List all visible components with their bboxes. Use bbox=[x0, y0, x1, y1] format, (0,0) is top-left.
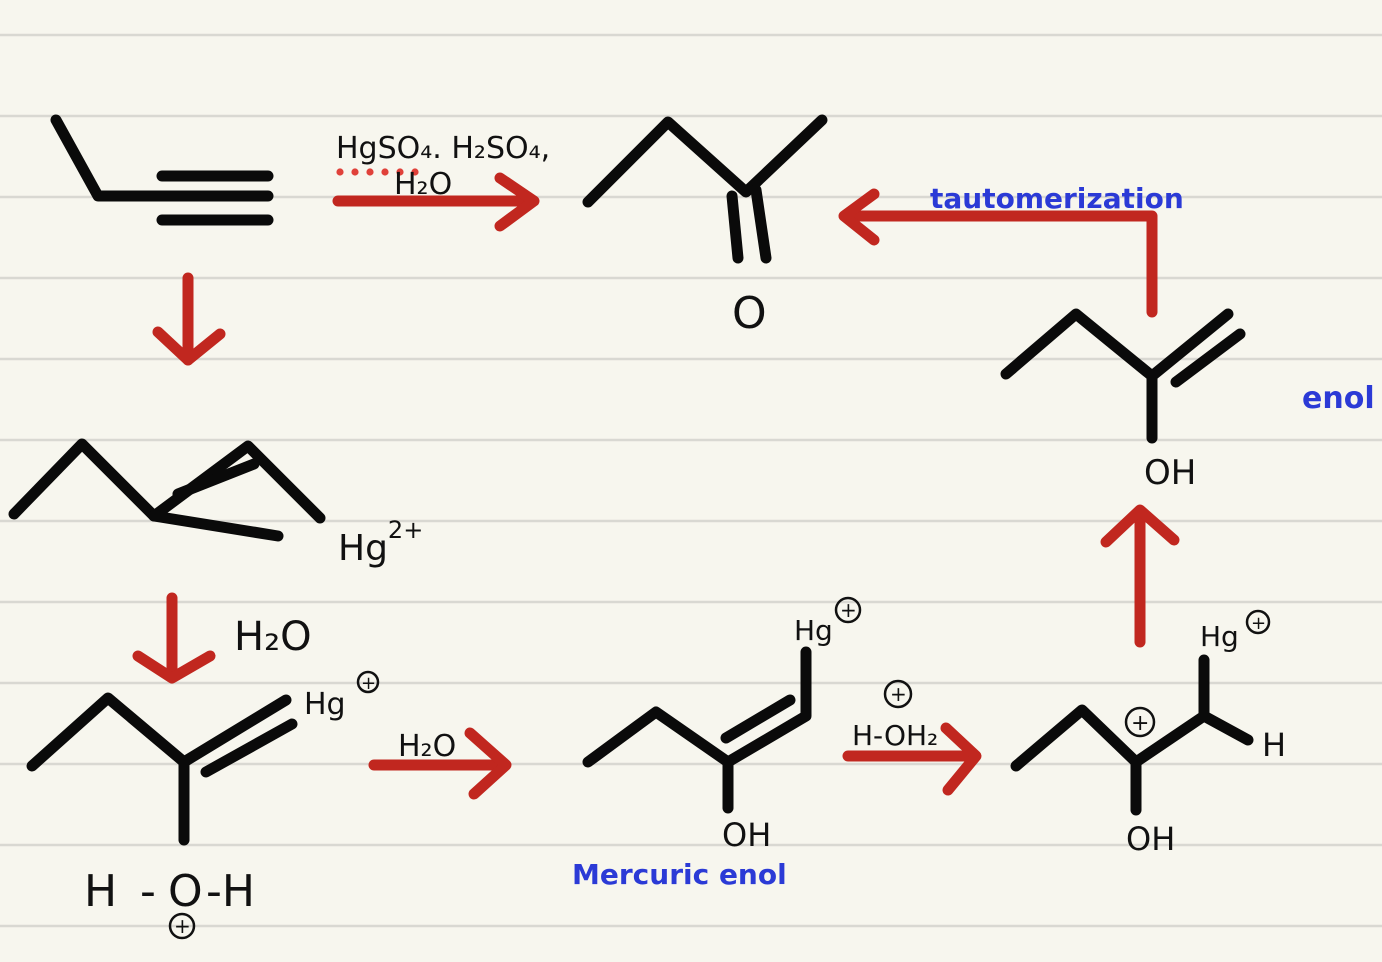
mercuric-enol-structure bbox=[582, 646, 812, 814]
step3-reagent: H₂O bbox=[398, 729, 456, 764]
hg-plus-label-3: Hg bbox=[1200, 620, 1239, 653]
enol-oh-label-1: OH bbox=[722, 816, 771, 854]
svg-text:+: + bbox=[1131, 711, 1149, 736]
ketone-oxygen: O bbox=[732, 288, 767, 339]
carbocation-structure bbox=[1010, 654, 1254, 816]
plus-charge-icon-4: + bbox=[883, 679, 913, 709]
step3-arrow bbox=[368, 727, 512, 800]
oxonium-h-left: H bbox=[84, 866, 117, 917]
hg-plus-label-2: Hg bbox=[794, 614, 833, 647]
plus-charge-icon-6: + bbox=[1245, 609, 1271, 635]
overall-reaction-arrow bbox=[332, 172, 540, 232]
oxonium-dash-left: - bbox=[140, 866, 156, 917]
tautomerization-label: tautomerization bbox=[930, 182, 1184, 215]
svg-text:+: + bbox=[840, 598, 857, 622]
enol-structure bbox=[1000, 308, 1246, 444]
alkyne-structure bbox=[50, 114, 274, 226]
oxonium-o: O bbox=[168, 866, 203, 917]
cation-oh-label: OH bbox=[1126, 820, 1175, 858]
oxonium-h-right: -H bbox=[206, 866, 255, 917]
reagents-line1: HgSO₄. H₂SO₄, bbox=[336, 131, 550, 166]
plus-charge-icon-3: + bbox=[834, 596, 862, 624]
pi-complex-structure bbox=[8, 438, 326, 542]
reagents-line2: H₂O bbox=[394, 167, 452, 202]
dotted-underline bbox=[336, 168, 419, 176]
down-arrow-1 bbox=[152, 272, 226, 366]
plus-charge-icon-5: + bbox=[1124, 706, 1156, 738]
svg-text:+: + bbox=[1251, 613, 1266, 634]
tautomerization-arrow bbox=[838, 188, 1158, 318]
up-arrow bbox=[1100, 504, 1180, 648]
ketone-structure bbox=[582, 114, 828, 264]
plus-charge-icon-2: + bbox=[168, 912, 196, 940]
plus-charge-icon-1: + bbox=[356, 670, 380, 694]
step4-reagent: H-OH₂ bbox=[852, 719, 938, 752]
enol-oh-label-2: OH bbox=[1144, 453, 1196, 493]
enol-label: enol bbox=[1302, 381, 1375, 416]
svg-text:+: + bbox=[174, 914, 191, 938]
down-arrow-2 bbox=[132, 592, 216, 684]
hg-2plus-label: Hg2+ bbox=[338, 516, 423, 569]
h-label: H bbox=[1262, 726, 1286, 764]
step4-arrow bbox=[842, 722, 982, 796]
oxonium-intermediate-structure bbox=[26, 692, 298, 846]
mercuric-enol-label: Mercuric enol bbox=[572, 858, 787, 891]
hg-plus-label-1: Hg bbox=[304, 687, 346, 722]
svg-text:+: + bbox=[361, 673, 376, 694]
step2-reagent: H₂O bbox=[234, 614, 312, 660]
svg-text:+: + bbox=[890, 682, 907, 706]
